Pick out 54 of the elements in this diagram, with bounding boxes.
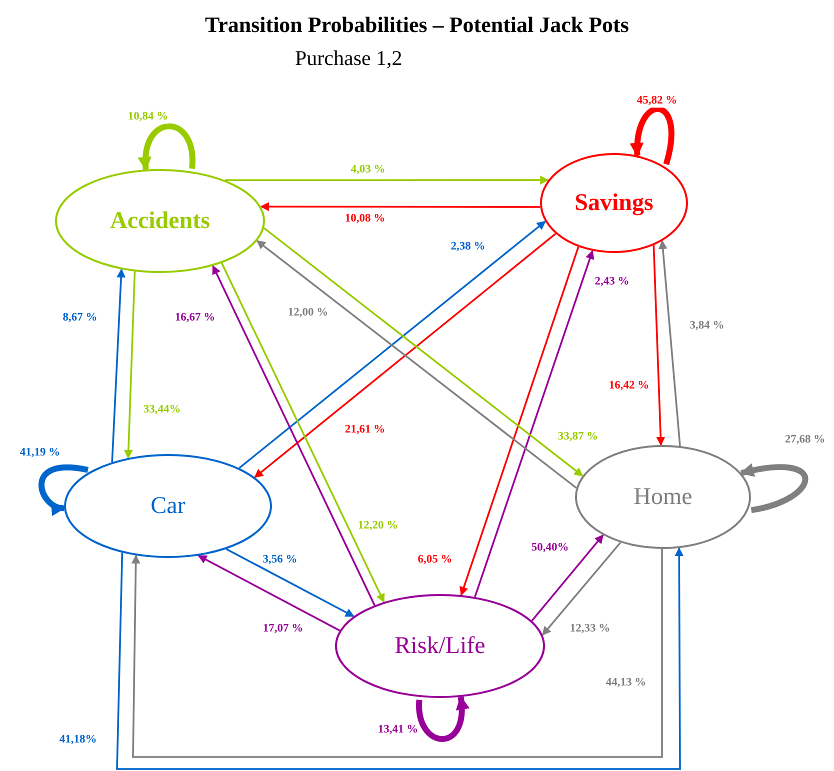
edge-label: 21,61 % (344, 424, 386, 436)
arrow (474, 250, 594, 598)
edge-label: 41,18% (58, 734, 98, 746)
edge-label: 44,13 % (604, 676, 648, 690)
loop-arrow (138, 123, 196, 171)
state-ellipse (540, 153, 688, 253)
edge-label: 33,87 % (556, 430, 600, 444)
edge-label: 12,20 % (356, 520, 400, 532)
arrow (124, 271, 136, 459)
edge-label: 6,05 % (416, 554, 454, 566)
edge-label: 16,67 % (174, 312, 216, 324)
arrow (652, 245, 666, 446)
arrow (460, 246, 580, 596)
arrow (658, 240, 681, 446)
loop-arrow (740, 464, 808, 514)
edge-label: 12,00 % (286, 306, 330, 320)
arrow (226, 548, 355, 618)
arrow (198, 554, 340, 632)
loop-arrow (38, 464, 88, 514)
edge-label: 2,38 % (450, 240, 486, 254)
edge-label: 13,41 % (376, 724, 420, 736)
title: Transition Probabilities – Potential Jack Pots (204, 12, 630, 38)
state-label: Car (150, 492, 186, 520)
edge-label: 45,82 % (636, 94, 678, 108)
edge-label: 50,40% (530, 542, 570, 554)
edge-label: 41,19 % (18, 446, 62, 460)
arrow (542, 542, 622, 636)
state-label: Risk/Life (394, 632, 486, 660)
edge-label: 2,43 % (594, 276, 630, 288)
arrow (238, 220, 546, 469)
state-ellipse (335, 594, 545, 698)
state-label: Accidents (110, 208, 210, 234)
subtitle: Purchase 1,2 (295, 46, 402, 71)
edge-label: 3,84 % (688, 320, 726, 332)
edge-label: 17,07 % (262, 622, 304, 636)
edge-label: 33,44% (142, 404, 182, 416)
edge-label: 8,67 % (62, 312, 98, 324)
state-label: Home (634, 484, 692, 510)
loop-arrow (416, 696, 469, 742)
arrow (224, 176, 550, 185)
edge-label: 4,03 % (350, 164, 386, 176)
edge-label: 12,33 % (568, 622, 612, 636)
arrow (260, 202, 540, 212)
loop-arrow (630, 106, 674, 165)
edge-label: 3,56 % (262, 554, 298, 566)
state-ellipse (55, 169, 265, 273)
arrow (111, 268, 126, 462)
edge-label: 27,68 % (784, 434, 826, 446)
arrow (531, 534, 604, 622)
state-ellipse (575, 445, 751, 549)
edge-label: 10,08 % (344, 212, 386, 226)
edge-label: 10,84 % (126, 110, 170, 124)
edge-label: 16,42 % (608, 380, 650, 392)
state-label: Savings (574, 190, 654, 216)
